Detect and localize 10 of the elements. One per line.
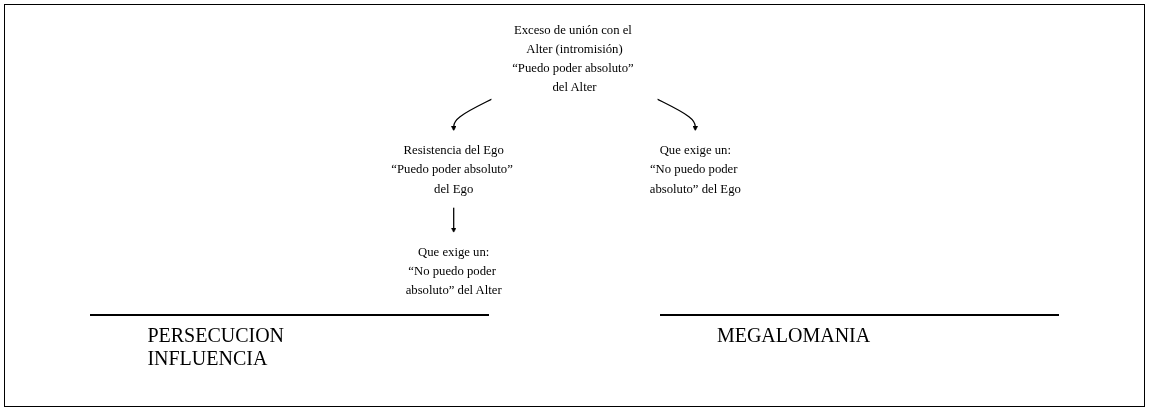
outcome-label: MEGALOMANIA	[716, 324, 872, 347]
node-text: Que exige un: “No puedo poder absoluto” del Ego	[649, 142, 741, 196]
arrow	[656, 98, 699, 132]
node-text: Exceso de unión con el Alter (intromisión) “Puedo poder absoluto” del Alter	[512, 22, 634, 94]
outcome-label: INFLUENCIA	[147, 347, 269, 370]
outcome-label: PERSECUCION	[147, 324, 286, 347]
arrow	[450, 206, 457, 233]
node-text: Que exige un: “No puedo poder absoluto” del Alter	[405, 244, 502, 297]
arrow	[450, 98, 493, 132]
node-text: Resistencia del Ego “Puedo poder absoluto” del Ego	[391, 142, 513, 196]
